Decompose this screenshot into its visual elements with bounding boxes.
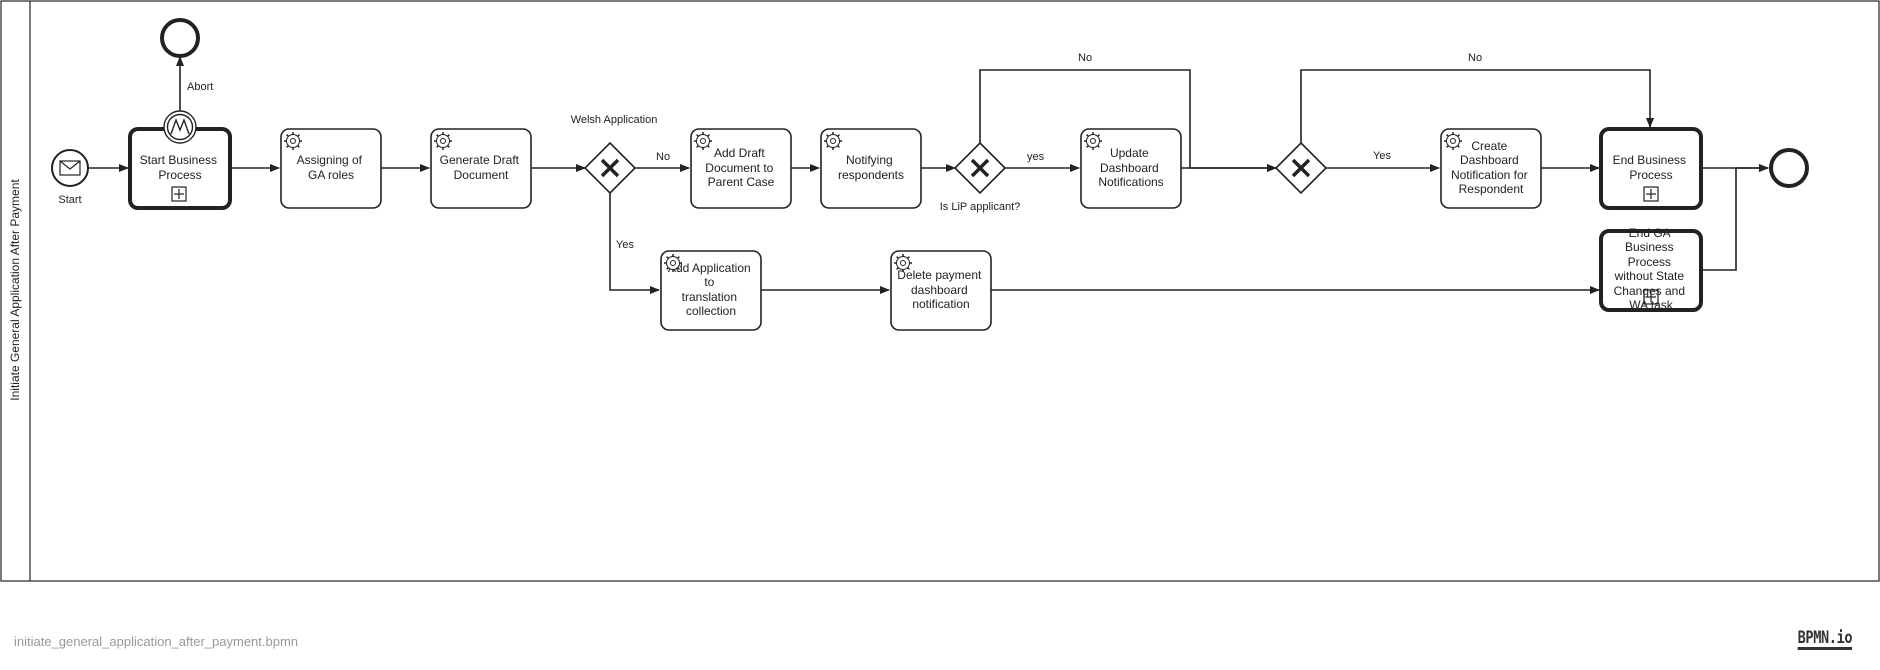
task-line: Dashboard: [1100, 161, 1159, 175]
task-line: without State: [1614, 269, 1685, 283]
exclusive-x-icon: [970, 158, 990, 178]
svg-text:Add Draft Document to: Add Draft Document to Parent Case: [705, 146, 776, 189]
task-line: GA roles: [308, 168, 354, 182]
gear-icon: [1443, 131, 1463, 151]
svg-text:Generate Draft Document: Generate Draft Document: [440, 153, 523, 182]
task-line: Respondent: [1459, 182, 1524, 196]
gear-icon: [433, 131, 453, 151]
flow-label-no-gw3: No: [1468, 52, 1482, 64]
flow-gw3-no[interactable]: [1300, 69, 1654, 143]
task-line: Notifications: [1098, 175, 1163, 189]
task-line: notification: [912, 297, 969, 311]
abort-end-event[interactable]: [160, 18, 200, 58]
flow-label-yes-gw3: Yes: [1373, 150, 1391, 162]
task-line: Parent Case: [708, 175, 775, 189]
task-add-draft-document-to-parent-case[interactable]: Add Draft Document to Parent Case: [690, 128, 792, 209]
end-event[interactable]: [1769, 148, 1809, 188]
exclusive-x-icon: [1291, 158, 1311, 178]
task-end-business-process[interactable]: End Business Process: [1599, 127, 1703, 210]
gateway-welsh-application[interactable]: [583, 141, 637, 195]
start-event[interactable]: Start: [51, 149, 89, 206]
gear-icon: [283, 131, 303, 151]
task-line: Delete payment: [897, 268, 982, 282]
task-line: Process: [1628, 255, 1671, 269]
gateway-is-lip-applicant[interactable]: [953, 141, 1007, 195]
task-create-dashboard-notification-for-respondent[interactable]: Create Dashboard Notification for Respon…: [1440, 128, 1542, 209]
task-notifying-respondents[interactable]: Notifying respondents: [820, 128, 922, 209]
task-line: Generate Draft: [440, 153, 520, 167]
task-start-business-process[interactable]: Start Business Process: [128, 127, 232, 210]
task-line: collection: [686, 304, 736, 318]
flow-endga-to-end[interactable]: [1701, 164, 1769, 271]
svg-text:Assigning of GA roles: Assigning of GA roles: [297, 153, 366, 182]
task-line: Add Application: [668, 261, 751, 275]
flow-label-yes-lip: yes: [1027, 151, 1045, 163]
svg-text:Add Application to: Add Application to translation collectio…: [668, 261, 754, 318]
task-update-dashboard-notifications[interactable]: Update Dashboard Notifications: [1080, 128, 1182, 209]
task-line: Start Business: [140, 153, 217, 167]
flow-welsh-yes[interactable]: [609, 193, 660, 294]
task-line: WA task: [1629, 298, 1674, 312]
gear-icon: [893, 253, 913, 273]
task-line: Process: [158, 168, 201, 182]
exclusive-x-icon: [600, 158, 620, 178]
svg-text:End Business Process: End Business Process: [1613, 153, 1690, 182]
task-line: Document to: [705, 161, 773, 175]
flow-label-yes-welsh: Yes: [616, 239, 634, 251]
flow-label-no-lip: No: [1078, 52, 1092, 64]
task-line: Document: [454, 168, 509, 182]
gateway-welsh-label: Welsh Application: [571, 114, 658, 126]
task-assigning-ga-roles[interactable]: Assigning of GA roles: [280, 128, 382, 209]
subprocess-expand-icon[interactable]: [1643, 186, 1659, 202]
task-line: respondents: [838, 168, 904, 182]
task-line: Create: [1471, 139, 1507, 153]
task-generate-draft-document[interactable]: Generate Draft Document: [430, 128, 532, 209]
task-line: Process: [1629, 168, 1672, 182]
start-event-label: Start: [58, 194, 81, 206]
task-line: Add Draft: [714, 146, 765, 160]
sequence-flows: [88, 56, 1769, 294]
task-line: End Business: [1613, 153, 1686, 167]
task-line: Notifying: [846, 153, 893, 167]
svg-text:Update Dashboard N: Update Dashboard Notifications: [1098, 146, 1163, 189]
envelope-icon: [59, 160, 81, 176]
svg-text:Create Dashboard N: Create Dashboard Notification for Respon…: [1451, 139, 1531, 196]
gateway-third[interactable]: [1274, 141, 1328, 195]
svg-text:Delete payment dashboard: Delete payment dashboard notification: [897, 268, 984, 311]
task-line: to: [704, 275, 714, 289]
task-line: Notification for: [1451, 168, 1528, 182]
gear-icon: [1083, 131, 1103, 151]
task-line: Business: [1625, 240, 1674, 254]
svg-text:Notifying respondents: Notifying respondents: [838, 153, 904, 182]
gear-icon: [823, 131, 843, 151]
task-end-ga-business-process-without-state-changes[interactable]: End GA Business Process without State Ch…: [1599, 226, 1703, 312]
svg-text:Start Business Process: Start Business Process: [140, 153, 221, 182]
subprocess-expand-icon[interactable]: [171, 186, 187, 202]
task-line: Changes and: [1614, 284, 1685, 298]
bpmn-io-logo[interactable]: BPMN.io: [1797, 628, 1852, 650]
task-line: dashboard: [911, 283, 968, 297]
task-line: Dashboard: [1460, 153, 1519, 167]
gear-icon: [693, 131, 713, 151]
abort-boundary-event[interactable]: [163, 110, 197, 144]
signal-icon: [170, 118, 190, 135]
task-line: Update: [1110, 146, 1149, 160]
abort-flow-label: Abort: [187, 81, 213, 93]
svg-text:End GA Business Pr: End GA Business Process without State Ch…: [1614, 226, 1689, 312]
diagram-filename: initiate_general_application_after_payme…: [14, 634, 299, 649]
subprocess-expand-icon[interactable]: [1643, 289, 1659, 305]
task-add-application-to-translation-collection[interactable]: Add Application to translation collectio…: [660, 250, 762, 331]
task-line: translation: [682, 290, 737, 304]
pool-label: Initiate General Application After Payme…: [8, 179, 22, 401]
task-line: Assigning of: [297, 153, 363, 167]
gear-icon: [663, 253, 683, 273]
task-delete-payment-dashboard-notification[interactable]: Delete payment dashboard notification: [890, 250, 992, 331]
flow-label-no-welsh: No: [656, 151, 670, 163]
gateway-lip-label: Is LiP applicant?: [940, 201, 1021, 213]
task-line: End GA: [1629, 226, 1671, 240]
